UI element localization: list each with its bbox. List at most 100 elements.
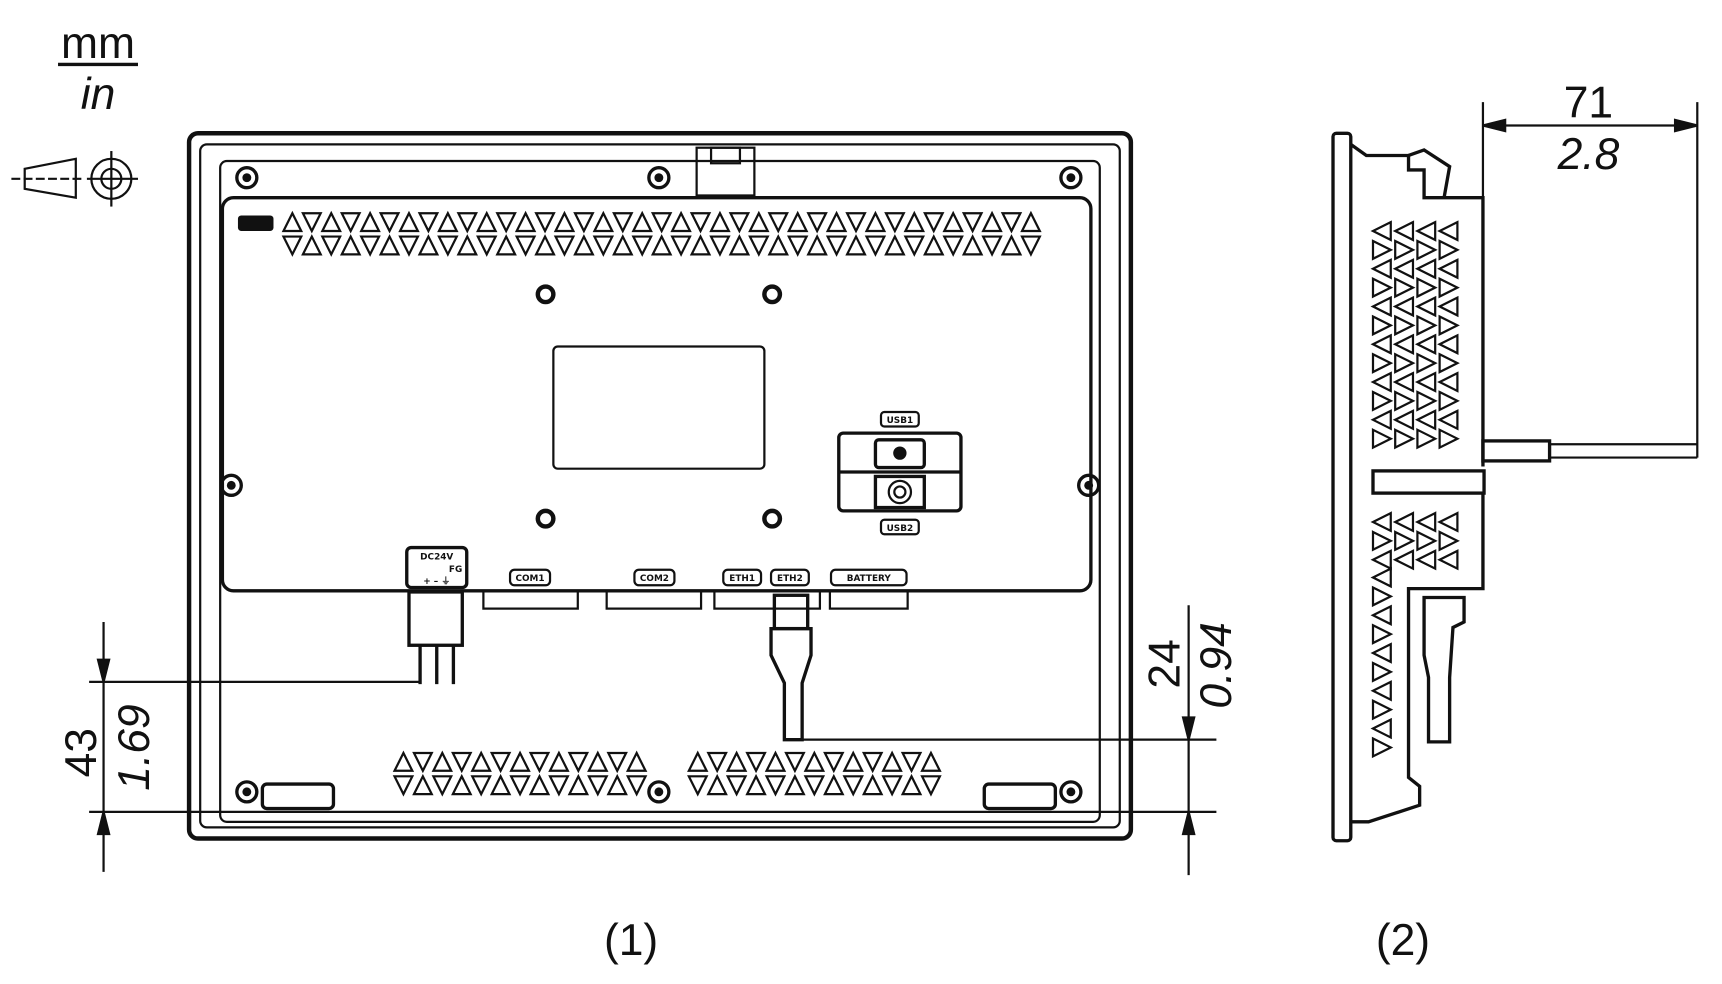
screw-icon bbox=[1059, 780, 1083, 804]
screw-icon bbox=[1077, 473, 1101, 497]
vent-slot bbox=[625, 750, 648, 772]
vent-slot bbox=[961, 234, 984, 256]
vent-slot bbox=[1414, 511, 1437, 533]
dim-43-mm: 43 bbox=[57, 728, 106, 777]
vent-slot bbox=[1394, 530, 1416, 552]
vent-slot bbox=[787, 210, 809, 233]
vent-slot bbox=[689, 212, 712, 234]
usb2-label: USB2 bbox=[887, 524, 914, 534]
ethernet-cable bbox=[769, 593, 813, 742]
vent-slot bbox=[1416, 530, 1438, 552]
vent-slot bbox=[764, 750, 787, 772]
vent-slot bbox=[1371, 276, 1394, 299]
dim-24-in: 0.94 bbox=[1192, 622, 1241, 708]
vent-slot bbox=[687, 775, 709, 797]
rear-cover bbox=[220, 196, 1093, 593]
power-connector: DC24V FG + – ⏚ bbox=[405, 545, 469, 685]
side-view bbox=[1331, 131, 1698, 843]
top-clip bbox=[695, 146, 756, 197]
vent-slot bbox=[1371, 698, 1394, 721]
screw-icon bbox=[1084, 480, 1094, 490]
vent-slot bbox=[920, 775, 942, 797]
vent-slot bbox=[1370, 566, 1392, 589]
vent-slot bbox=[1437, 295, 1459, 318]
vent-slot bbox=[1370, 258, 1392, 280]
vent-slot bbox=[339, 212, 362, 234]
vent-slot bbox=[437, 210, 459, 233]
vent-slot bbox=[920, 750, 942, 772]
vent-slot bbox=[509, 775, 531, 797]
vent-slot bbox=[1370, 511, 1392, 533]
vent-slot bbox=[489, 773, 512, 796]
vent-slot bbox=[476, 210, 498, 233]
vent-slot bbox=[1371, 239, 1394, 261]
projection-symbol-icon bbox=[11, 151, 138, 207]
vent-slot bbox=[1371, 623, 1394, 645]
product-label-area bbox=[552, 345, 766, 470]
vent-slot bbox=[1392, 295, 1415, 318]
vent-slot bbox=[606, 751, 628, 774]
vent-slot bbox=[1392, 220, 1415, 242]
vent-slot bbox=[378, 234, 401, 256]
vent-slot bbox=[864, 235, 887, 257]
vent-slot bbox=[301, 212, 323, 234]
vent-slot bbox=[745, 751, 767, 774]
vent-slot bbox=[803, 775, 826, 797]
vent-slot bbox=[767, 212, 789, 234]
vent-slot bbox=[1370, 333, 1392, 355]
vent-slot bbox=[1394, 239, 1416, 261]
vent-slot bbox=[709, 210, 731, 233]
vent-slot bbox=[1438, 239, 1460, 261]
vent-slot bbox=[1020, 210, 1042, 233]
polarity-label: + – ⏚ bbox=[423, 576, 450, 587]
vent-slot bbox=[320, 210, 342, 233]
vent-slot bbox=[1394, 276, 1416, 299]
vent-slot bbox=[1438, 390, 1460, 412]
vent-slot bbox=[514, 235, 537, 257]
vent-slot bbox=[1438, 530, 1460, 552]
vent-slot bbox=[942, 210, 964, 233]
vent-slot bbox=[1371, 390, 1394, 412]
vent-slot bbox=[706, 773, 728, 796]
vent-slot bbox=[650, 234, 673, 256]
vent-slot bbox=[764, 775, 787, 797]
dimension-71 bbox=[1481, 102, 1699, 458]
vent-slot bbox=[1394, 352, 1416, 374]
vent-slot bbox=[476, 235, 498, 257]
vent-slot bbox=[881, 750, 903, 772]
vent-slot bbox=[884, 234, 906, 256]
vent-slot bbox=[1438, 352, 1460, 374]
vent-slot bbox=[489, 751, 512, 774]
vent-slot bbox=[548, 750, 570, 772]
vent-slot bbox=[1414, 295, 1437, 318]
vent-slot bbox=[784, 751, 806, 774]
vent-slot bbox=[923, 212, 945, 234]
vent-slot bbox=[961, 212, 984, 234]
vent-slot bbox=[981, 210, 1003, 233]
vent-slot bbox=[823, 751, 845, 774]
vent-slot bbox=[534, 234, 556, 256]
vent-slot bbox=[573, 212, 595, 234]
dimension-24 bbox=[784, 605, 1217, 876]
eth2-label: ETH2 bbox=[777, 574, 803, 584]
vent-slot bbox=[625, 775, 648, 797]
vent-slot bbox=[1000, 212, 1023, 234]
screw-icon bbox=[654, 787, 664, 797]
vent-slot bbox=[412, 773, 434, 796]
vent-slot bbox=[548, 775, 570, 797]
vent-slot bbox=[495, 234, 517, 256]
vent-slot bbox=[456, 234, 478, 256]
vent-slot bbox=[378, 212, 401, 234]
vent-slot bbox=[1416, 390, 1438, 412]
vent-slot bbox=[1392, 511, 1415, 533]
vent-slot bbox=[861, 773, 884, 796]
vent-slot bbox=[823, 773, 845, 796]
vent-slot bbox=[1370, 409, 1392, 431]
vent-slot bbox=[573, 234, 595, 256]
vent-slot bbox=[825, 235, 848, 257]
vent-slot bbox=[942, 235, 964, 257]
vent-slot bbox=[903, 210, 925, 233]
mounting-hole bbox=[762, 508, 783, 529]
